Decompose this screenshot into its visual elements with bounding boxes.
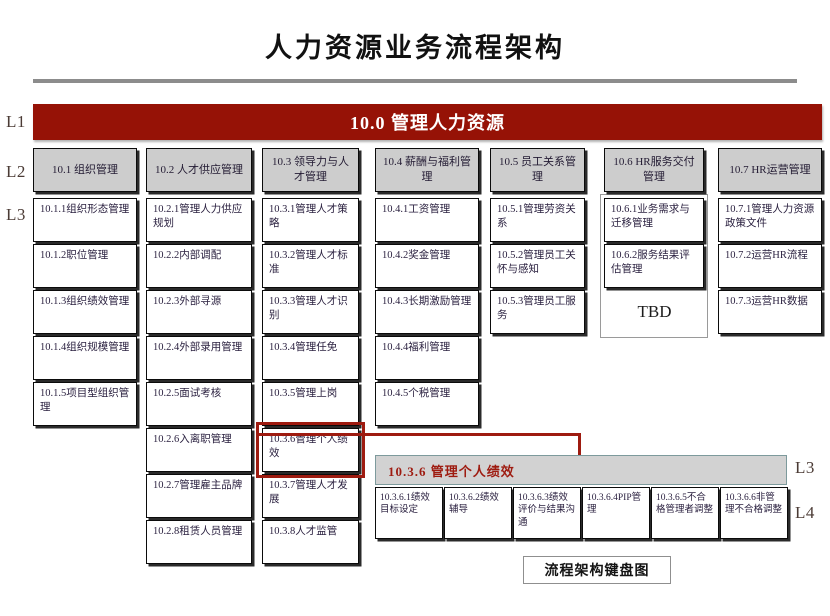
l3-box-4-4[interactable]: 10.4.4福利管理 <box>375 336 479 380</box>
l3-box-1-5[interactable]: 10.1.5项目型组织管理 <box>33 382 137 426</box>
l4-box-5[interactable]: 10.3.6.5不合格管理者调整 <box>651 487 719 539</box>
l3-box-3-7[interactable]: 10.3.7管理人才发展 <box>262 474 359 518</box>
l3-box-3-8[interactable]: 10.3.8人才监管 <box>262 520 359 564</box>
level-label-l4-right: L4 <box>795 503 815 522</box>
l3-box-3-3[interactable]: 10.3.3管理人才识别 <box>262 290 359 334</box>
l1-banner: 10.0 管理人力资源 <box>33 104 822 140</box>
selected-node-highlight <box>256 422 365 478</box>
l3-box-5-1[interactable]: 10.5.1管理劳资关系 <box>490 198 585 242</box>
l2-box-5[interactable]: 10.5 员工关系管理 <box>490 148 585 192</box>
l2-box-3[interactable]: 10.3 领导力与人才管理 <box>262 148 359 192</box>
l3-box-5-3[interactable]: 10.5.3管理员工服务 <box>490 290 585 334</box>
l3-box-2-7[interactable]: 10.2.7管理雇主品牌 <box>146 474 252 518</box>
level-label-l3-right: L3 <box>795 458 815 477</box>
l3-box-2-5[interactable]: 10.2.5面试考核 <box>146 382 252 426</box>
detail-panel-header: 10.3.6 管理个人绩效 <box>375 455 787 485</box>
l3-box-3-5[interactable]: 10.3.5管理上岗 <box>262 382 359 426</box>
l3-box-3-4[interactable]: 10.3.4管理任免 <box>262 336 359 380</box>
l3-box-3-2[interactable]: 10.3.2管理人才标准 <box>262 244 359 288</box>
l3-box-1-4[interactable]: 10.1.4组织规模管理 <box>33 336 137 380</box>
l3-box-7-1[interactable]: 10.7.1管理人力资源政策文件 <box>718 198 822 242</box>
l3-box-2-6[interactable]: 10.2.6入离职管理 <box>146 428 252 472</box>
page-title: 人力资源业务流程架构 <box>265 33 565 63</box>
l3-box-4-1[interactable]: 10.4.1工资管理 <box>375 198 479 242</box>
l4-box-2[interactable]: 10.3.6.2绩效辅导 <box>444 487 512 539</box>
l3-box-2-8[interactable]: 10.2.8租赁人员管理 <box>146 520 252 564</box>
l3-box-5-2[interactable]: 10.5.2管理员工关怀与感知 <box>490 244 585 288</box>
l3-box-7-3[interactable]: 10.7.3运营HR数据 <box>718 290 822 334</box>
l3-box-2-2[interactable]: 10.2.2内部调配 <box>146 244 252 288</box>
l3-box-1-3[interactable]: 10.1.3组织绩效管理 <box>33 290 137 334</box>
level-label-l2: L2 <box>6 162 26 181</box>
l3-box-6-2[interactable]: 10.6.2服务结果评估管理 <box>604 244 704 288</box>
l2-box-6[interactable]: 10.6 HR服务交付管理 <box>604 148 704 192</box>
l3-box-6-1[interactable]: 10.6.1业务需求与迁移管理 <box>604 198 704 242</box>
tbd-placeholder: TBD <box>637 302 672 322</box>
l3-box-1-2[interactable]: 10.1.2职位管理 <box>33 244 137 288</box>
l3-box-4-3[interactable]: 10.4.3长期激励管理 <box>375 290 479 334</box>
l4-box-1[interactable]: 10.3.6.1绩效目标设定 <box>375 487 443 539</box>
connector-horizontal <box>256 433 581 436</box>
l3-box-1-1[interactable]: 10.1.1组织形态管理 <box>33 198 137 242</box>
l3-box-2-1[interactable]: 10.2.1管理人力供应规划 <box>146 198 252 242</box>
level-label-l3: L3 <box>6 205 26 224</box>
l2-box-4[interactable]: 10.4 薪酬与福利管理 <box>375 148 479 192</box>
l2-box-2[interactable]: 10.2 人才供应管理 <box>146 148 252 192</box>
l3-box-2-3[interactable]: 10.2.3外部寻源 <box>146 290 252 334</box>
l3-box-7-2[interactable]: 10.7.2运营HR流程 <box>718 244 822 288</box>
l4-box-4[interactable]: 10.3.6.4PIP管理 <box>582 487 650 539</box>
l2-box-1[interactable]: 10.1 组织管理 <box>33 148 137 192</box>
l3-box-4-2[interactable]: 10.4.2奖金管理 <box>375 244 479 288</box>
l4-box-3[interactable]: 10.3.6.3绩效评价与结果沟通 <box>513 487 581 539</box>
connector-vertical <box>578 433 581 459</box>
l4-box-6[interactable]: 10.3.6.6非管理不合格调整 <box>720 487 788 539</box>
footer-legend-chip[interactable]: 流程架构键盘图 <box>523 556 671 584</box>
l3-box-2-4[interactable]: 10.2.4外部录用管理 <box>146 336 252 380</box>
l2-box-7[interactable]: 10.7 HR运营管理 <box>718 148 822 192</box>
l3-box-4-5[interactable]: 10.4.5个税管理 <box>375 382 479 426</box>
level-label-l1: L1 <box>6 112 26 131</box>
l3-box-3-1[interactable]: 10.3.1管理人才策略 <box>262 198 359 242</box>
title-divider <box>33 79 797 83</box>
